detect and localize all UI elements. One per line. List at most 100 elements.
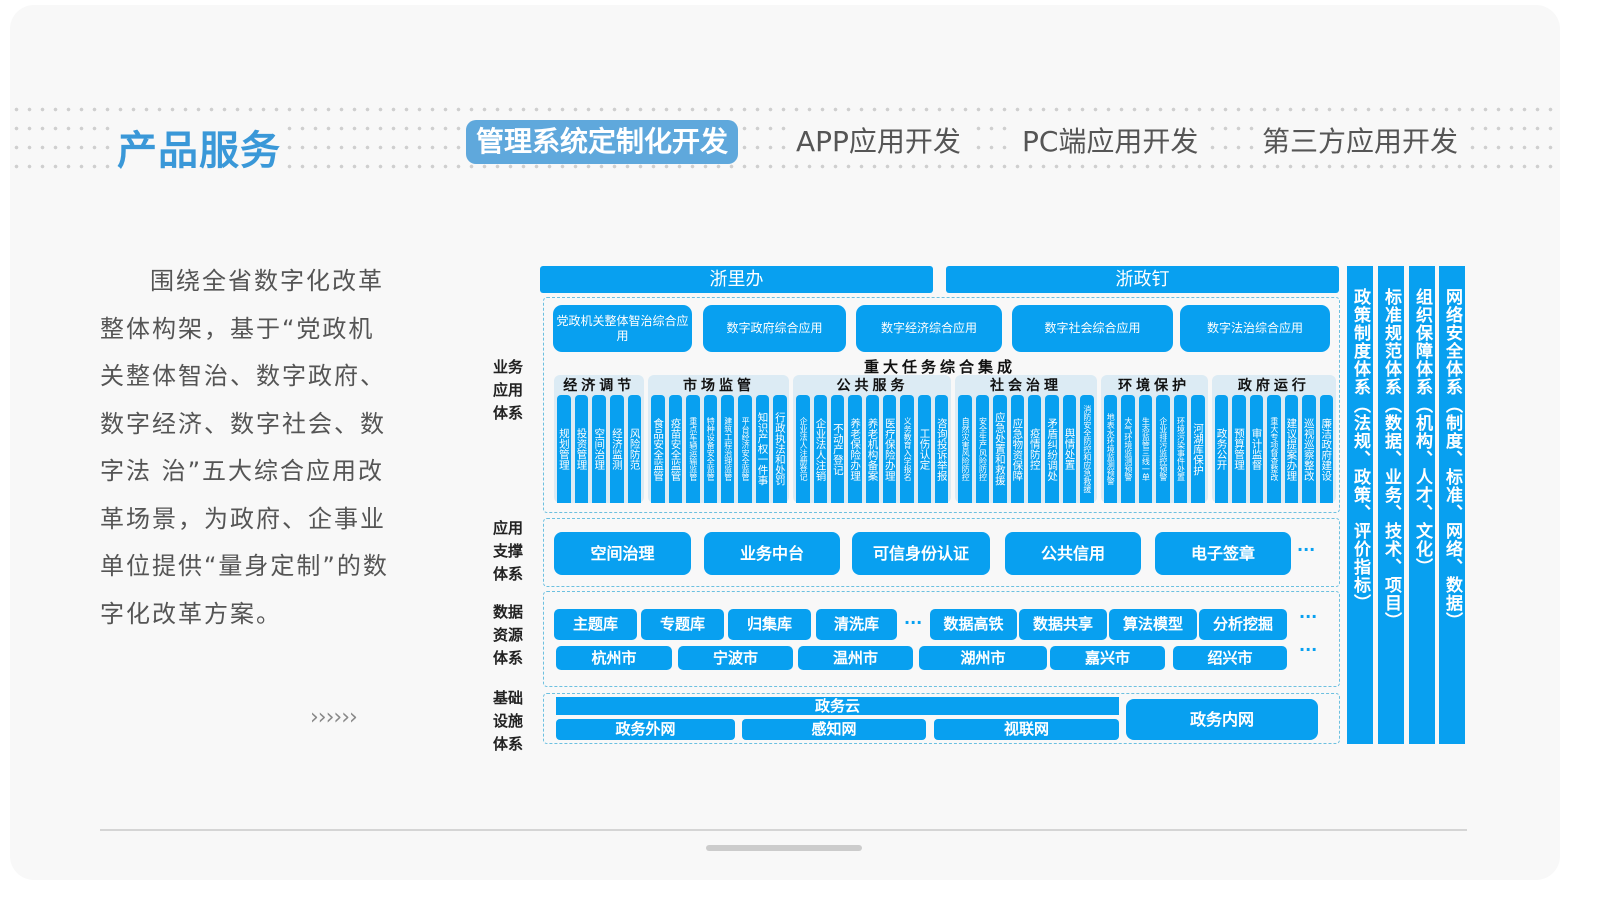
tab-app-dev[interactable]: APP应用开发 — [788, 120, 969, 164]
task-item: 自然灾害风险防控 — [958, 395, 972, 503]
task-item: 矛盾纠纷调处 — [1045, 395, 1059, 503]
task-item: 预算管理 — [1232, 395, 1246, 503]
task-columns: 自然灾害风险防控安全生产风险防控应急处置和救援应急物资保障疫情防控矛盾纠纷调处舆… — [958, 395, 1094, 503]
task-item: 大气环境监测预警 — [1121, 395, 1135, 503]
task-item: 不动产登记 — [831, 395, 845, 503]
task-columns: 企业法人注册登记企业法人注销不动产登记养老保险办理养老机构备案医疗保险办理义务教… — [796, 395, 949, 503]
data-item: 清洗库 — [816, 609, 897, 640]
tab-third-party-dev[interactable]: 第三方应用开发 — [1254, 120, 1467, 164]
task-columns: 政务公开预算管理审计监督重大专项督查整改建议提案办理巡视巡察整改廉洁政府建设 — [1214, 395, 1333, 503]
task-item: 建议提案办理 — [1284, 395, 1299, 503]
task-group: 经济调节规划管理投资管理空间治理经济监测风险防范 — [554, 375, 645, 503]
task-item: 审计监督 — [1249, 395, 1264, 503]
layer-label-business: 业务应用体系 — [492, 358, 523, 422]
layer-label-support: 应用支撑体系 — [492, 519, 523, 583]
task-item: 地表水环境监测预警 — [1103, 395, 1118, 503]
task-item: 消防安全防控和应急救援 — [1080, 395, 1094, 503]
layer-label-infra: 基础设施体系 — [492, 689, 523, 753]
task-group-title: 政府运行 — [1237, 378, 1310, 394]
city-item: 杭州市 — [556, 646, 672, 670]
infra-layer-box — [543, 693, 1340, 744]
task-item: 安全生产风险防控 — [975, 395, 990, 503]
task-item: 规划管理 — [557, 395, 571, 503]
business-layer-box — [543, 297, 1340, 513]
city-item: 嘉兴市 — [1050, 646, 1165, 670]
task-item: 疫苗安全监管 — [668, 395, 683, 503]
task-item: 应急物资保障 — [1010, 395, 1024, 503]
task-item: 经济监测 — [610, 395, 624, 503]
data-layer-box — [543, 591, 1340, 687]
data-item: 算法模型 — [1109, 609, 1197, 640]
task-item: 企业排污监控预警 — [1156, 395, 1170, 503]
task-columns: 食品安全监管疫苗安全监管重点车辆运输监管特种设备安全监管建筑工程治理监管平台经济… — [651, 395, 787, 503]
task-group-title: 经济调节 — [563, 378, 636, 394]
city-item: 湖州市 — [919, 646, 1047, 670]
task-item: 医疗保险办理 — [883, 395, 897, 503]
gov-cloud-bar: 政务云 — [556, 697, 1119, 715]
task-item: 风险防范 — [627, 395, 642, 503]
support-layer-box — [543, 518, 1340, 587]
task-group-title: 环境保护 — [1118, 378, 1191, 394]
support-item: 公共信用 — [1005, 532, 1141, 575]
more-chevrons[interactable]: ›››››› — [310, 705, 358, 730]
pillar-organization: 组织保障体系（机构、人才、文化） — [1409, 266, 1435, 744]
data-item: 归集库 — [728, 609, 811, 640]
zhelibang-bar: 浙里办 — [540, 266, 933, 293]
task-item: 应急处置和救援 — [993, 395, 1007, 503]
tab-management-system[interactable]: 管理系统定制化开发 — [466, 120, 739, 164]
layer-label-data: 数据资源体系 — [492, 603, 523, 667]
data-ellipsis: ··· — [1299, 607, 1318, 626]
task-item: 企业法人注销 — [813, 395, 828, 503]
app-box: 数字社会综合应用 — [1012, 305, 1173, 352]
task-item: 河湖库保护 — [1191, 395, 1205, 503]
task-item: 企业法人注册登记 — [796, 395, 810, 503]
data-item: 数据高铁 — [930, 609, 1017, 640]
city-item: 宁波市 — [678, 646, 793, 670]
task-item: 舆情处置 — [1062, 395, 1077, 503]
support-ellipsis: ··· — [1297, 540, 1316, 559]
task-item: 养老保险办理 — [848, 395, 862, 503]
task-item: 环境污染事件处置 — [1173, 395, 1188, 503]
task-item: 平台经济安全监管 — [738, 395, 752, 503]
data-item: 数据共享 — [1019, 609, 1107, 640]
task-group: 政府运行政务公开预算管理审计监督重大专项督查整改建议提案办理巡视巡察整改廉洁政府… — [1211, 375, 1336, 503]
task-item: 特种设备安全监管 — [703, 395, 717, 503]
tab-pc-dev[interactable]: PC端应用开发 — [1014, 120, 1207, 164]
zhezhengding-bar: 浙政钉 — [946, 266, 1339, 293]
support-item: 电子签章 — [1155, 532, 1291, 575]
gov-extranet: 政务外网 — [556, 719, 735, 740]
task-item: 建筑工程治理监管 — [720, 395, 735, 503]
task-item: 政务公开 — [1214, 395, 1229, 503]
task-item: 空间治理 — [592, 395, 607, 503]
task-group: 环境保护地表水环境监测预警大气环境监测预警生态监管三线一单企业排污监控预警环境污… — [1100, 375, 1208, 503]
page-title: 产品服务 — [113, 118, 285, 176]
app-box: 数字政府综合应用 — [703, 305, 846, 352]
pillar-standards: 标准规范体系（数据、业务、技术、项目） — [1378, 266, 1404, 744]
task-item: 巡视巡察整改 — [1302, 395, 1316, 503]
task-item: 投资管理 — [574, 395, 589, 503]
sensing-network: 感知网 — [742, 719, 926, 740]
task-item: 重大专项督查整改 — [1267, 395, 1281, 503]
pillar-security: 网络安全体系（制度、标准、网络、数据） — [1439, 266, 1465, 744]
task-item: 疫情防控 — [1028, 395, 1042, 503]
task-groups: 经济调节规划管理投资管理空间治理经济监测风险防范市场监管食品安全监管疫苗安全监管… — [554, 375, 1336, 503]
city-item: 温州市 — [798, 646, 913, 670]
app-box: 数字经济综合应用 — [856, 305, 1002, 352]
city-item: 绍兴市 — [1173, 646, 1287, 670]
data-item: 主题库 — [554, 609, 637, 640]
task-columns: 地表水环境监测预警大气环境监测预警生态监管三线一单企业排污监控预警环境污染事件处… — [1103, 395, 1205, 503]
gov-intranet: 政务内网 — [1126, 699, 1318, 740]
task-item: 食品安全监管 — [651, 395, 665, 503]
pillar-policy: 政策制度体系（法规、政策、评价指标） — [1347, 266, 1373, 744]
data-item: 专题库 — [641, 609, 724, 640]
task-item: 工伤认定 — [917, 395, 932, 503]
task-item: 义务教育入学报名 — [900, 395, 914, 503]
task-group-title: 社会治理 — [989, 378, 1062, 394]
support-item: 可信身份认证 — [852, 532, 990, 575]
data-ellipsis: ··· — [1299, 640, 1318, 659]
scroll-indicator[interactable] — [706, 845, 862, 851]
task-item: 廉洁政府建设 — [1319, 395, 1333, 503]
task-group: 公共服务企业法人注册登记企业法人注销不动产登记养老保险办理养老机构备案医疗保险办… — [793, 375, 952, 503]
data-ellipsis: ··· — [904, 613, 923, 632]
task-group-title: 公共服务 — [836, 378, 909, 394]
